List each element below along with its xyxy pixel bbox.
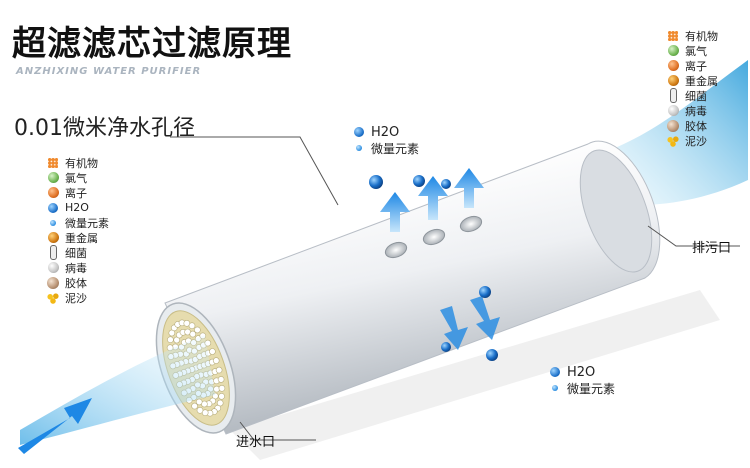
drain-label: 排污口	[692, 241, 732, 256]
organic-matter-icon	[46, 156, 60, 170]
inlet-water-stream	[20, 335, 215, 445]
bottom-output-trace-label: 微量元素	[567, 381, 616, 396]
water-molecule-icon	[548, 365, 562, 379]
legend-item-label: 病毒	[65, 261, 87, 275]
virus-icon	[46, 261, 60, 275]
ion-icon	[46, 186, 60, 200]
top-output-water-label: H2O	[371, 124, 400, 140]
bacteria-icon	[666, 88, 680, 103]
legend-item-label: 氯气	[685, 44, 707, 58]
top-output-trace-row: 微量元素	[352, 140, 419, 156]
legend-item: 细菌	[666, 88, 718, 103]
bottom-output-trace-row: 微量元素	[548, 380, 615, 396]
tube-shadow	[230, 290, 720, 460]
legend-item: 泥沙	[666, 133, 718, 148]
legend-item-label: 重金属	[685, 74, 718, 88]
permeate-arrows-down	[440, 296, 500, 350]
organic-matter-icon	[666, 29, 680, 43]
legend-item: 有机物	[46, 155, 109, 170]
legend-item-label: 离子	[685, 59, 707, 73]
permeate-arrows-up	[380, 168, 484, 232]
legend-item-label: 细菌	[65, 246, 87, 260]
pore-size-caption: 0.01微米净水孔径	[14, 116, 195, 141]
trace-element-icon	[548, 381, 562, 395]
sediment-icon	[46, 291, 60, 305]
legend-item: 离子	[666, 58, 718, 73]
legend-item: 微量元素	[46, 215, 109, 230]
bacteria-icon	[46, 245, 60, 260]
waste-water-stream	[610, 60, 748, 205]
legend-item-label: 氯气	[65, 171, 87, 185]
brand-subtitle: ANZHIXING WATER PURIFIER	[16, 66, 202, 77]
waste-contaminant-legend: 有机物氯气离子重金属细菌病毒胶体泥沙	[666, 28, 718, 148]
legend-item: 氯气	[46, 170, 109, 185]
bottom-output-water-row: H2O	[548, 364, 615, 380]
water-molecule-icon	[46, 201, 60, 215]
top-output-legend: H2O 微量元素	[352, 124, 419, 156]
tube-outlet-cap	[579, 149, 653, 273]
colloid-icon	[46, 276, 60, 290]
legend-item: 泥沙	[46, 290, 109, 305]
legend-item-label: 细菌	[685, 89, 707, 103]
legend-item: 细菌	[46, 245, 109, 260]
legend-item: 重金属	[46, 230, 109, 245]
legend-item: 离子	[46, 185, 109, 200]
legend-item: 胶体	[666, 118, 718, 133]
trace-element-icon	[46, 216, 60, 230]
inlet-arrow	[18, 398, 92, 454]
legend-item-label: 离子	[65, 186, 87, 200]
virus-icon	[666, 104, 680, 118]
legend-item-label: 有机物	[65, 156, 98, 170]
legend-item: H2O	[46, 200, 109, 215]
legend-item: 病毒	[666, 103, 718, 118]
water-molecule-icon	[352, 125, 366, 139]
legend-item-label: 胶体	[685, 119, 707, 133]
chlorine-icon	[46, 171, 60, 185]
bottom-output-water-label: H2O	[567, 364, 596, 380]
legend-item: 胶体	[46, 275, 109, 290]
bottom-output-legend: H2O 微量元素	[548, 364, 615, 396]
top-output-trace-label: 微量元素	[371, 141, 420, 156]
legend-item-label: 泥沙	[65, 291, 87, 305]
sediment-icon	[666, 134, 680, 148]
heavy-metal-icon	[666, 74, 680, 88]
heavy-metal-icon	[46, 231, 60, 245]
colloid-icon	[666, 119, 680, 133]
ion-icon	[666, 59, 680, 73]
water-molecules	[369, 175, 498, 361]
legend-item: 重金属	[666, 73, 718, 88]
legend-item-label: 有机物	[685, 29, 718, 43]
legend-item: 有机物	[666, 28, 718, 43]
filter-tube-body	[164, 140, 661, 435]
legend-item: 氯气	[666, 43, 718, 58]
callout-lines	[170, 136, 740, 441]
trace-element-icon	[352, 141, 366, 155]
chlorine-icon	[666, 44, 680, 58]
top-output-water-row: H2O	[352, 124, 419, 140]
page-title: 超滤滤芯过滤原理	[12, 24, 292, 64]
legend-item-label: 重金属	[65, 231, 98, 245]
permeate-holes	[384, 215, 483, 259]
legend-item-label: 病毒	[685, 104, 707, 118]
inlet-label: 进水口	[236, 435, 276, 450]
legend-item-label: H2O	[65, 201, 89, 214]
legend-item-label: 微量元素	[65, 216, 109, 230]
legend-item: 病毒	[46, 260, 109, 275]
legend-item-label: 泥沙	[685, 134, 707, 148]
legend-item-label: 胶体	[65, 276, 87, 290]
